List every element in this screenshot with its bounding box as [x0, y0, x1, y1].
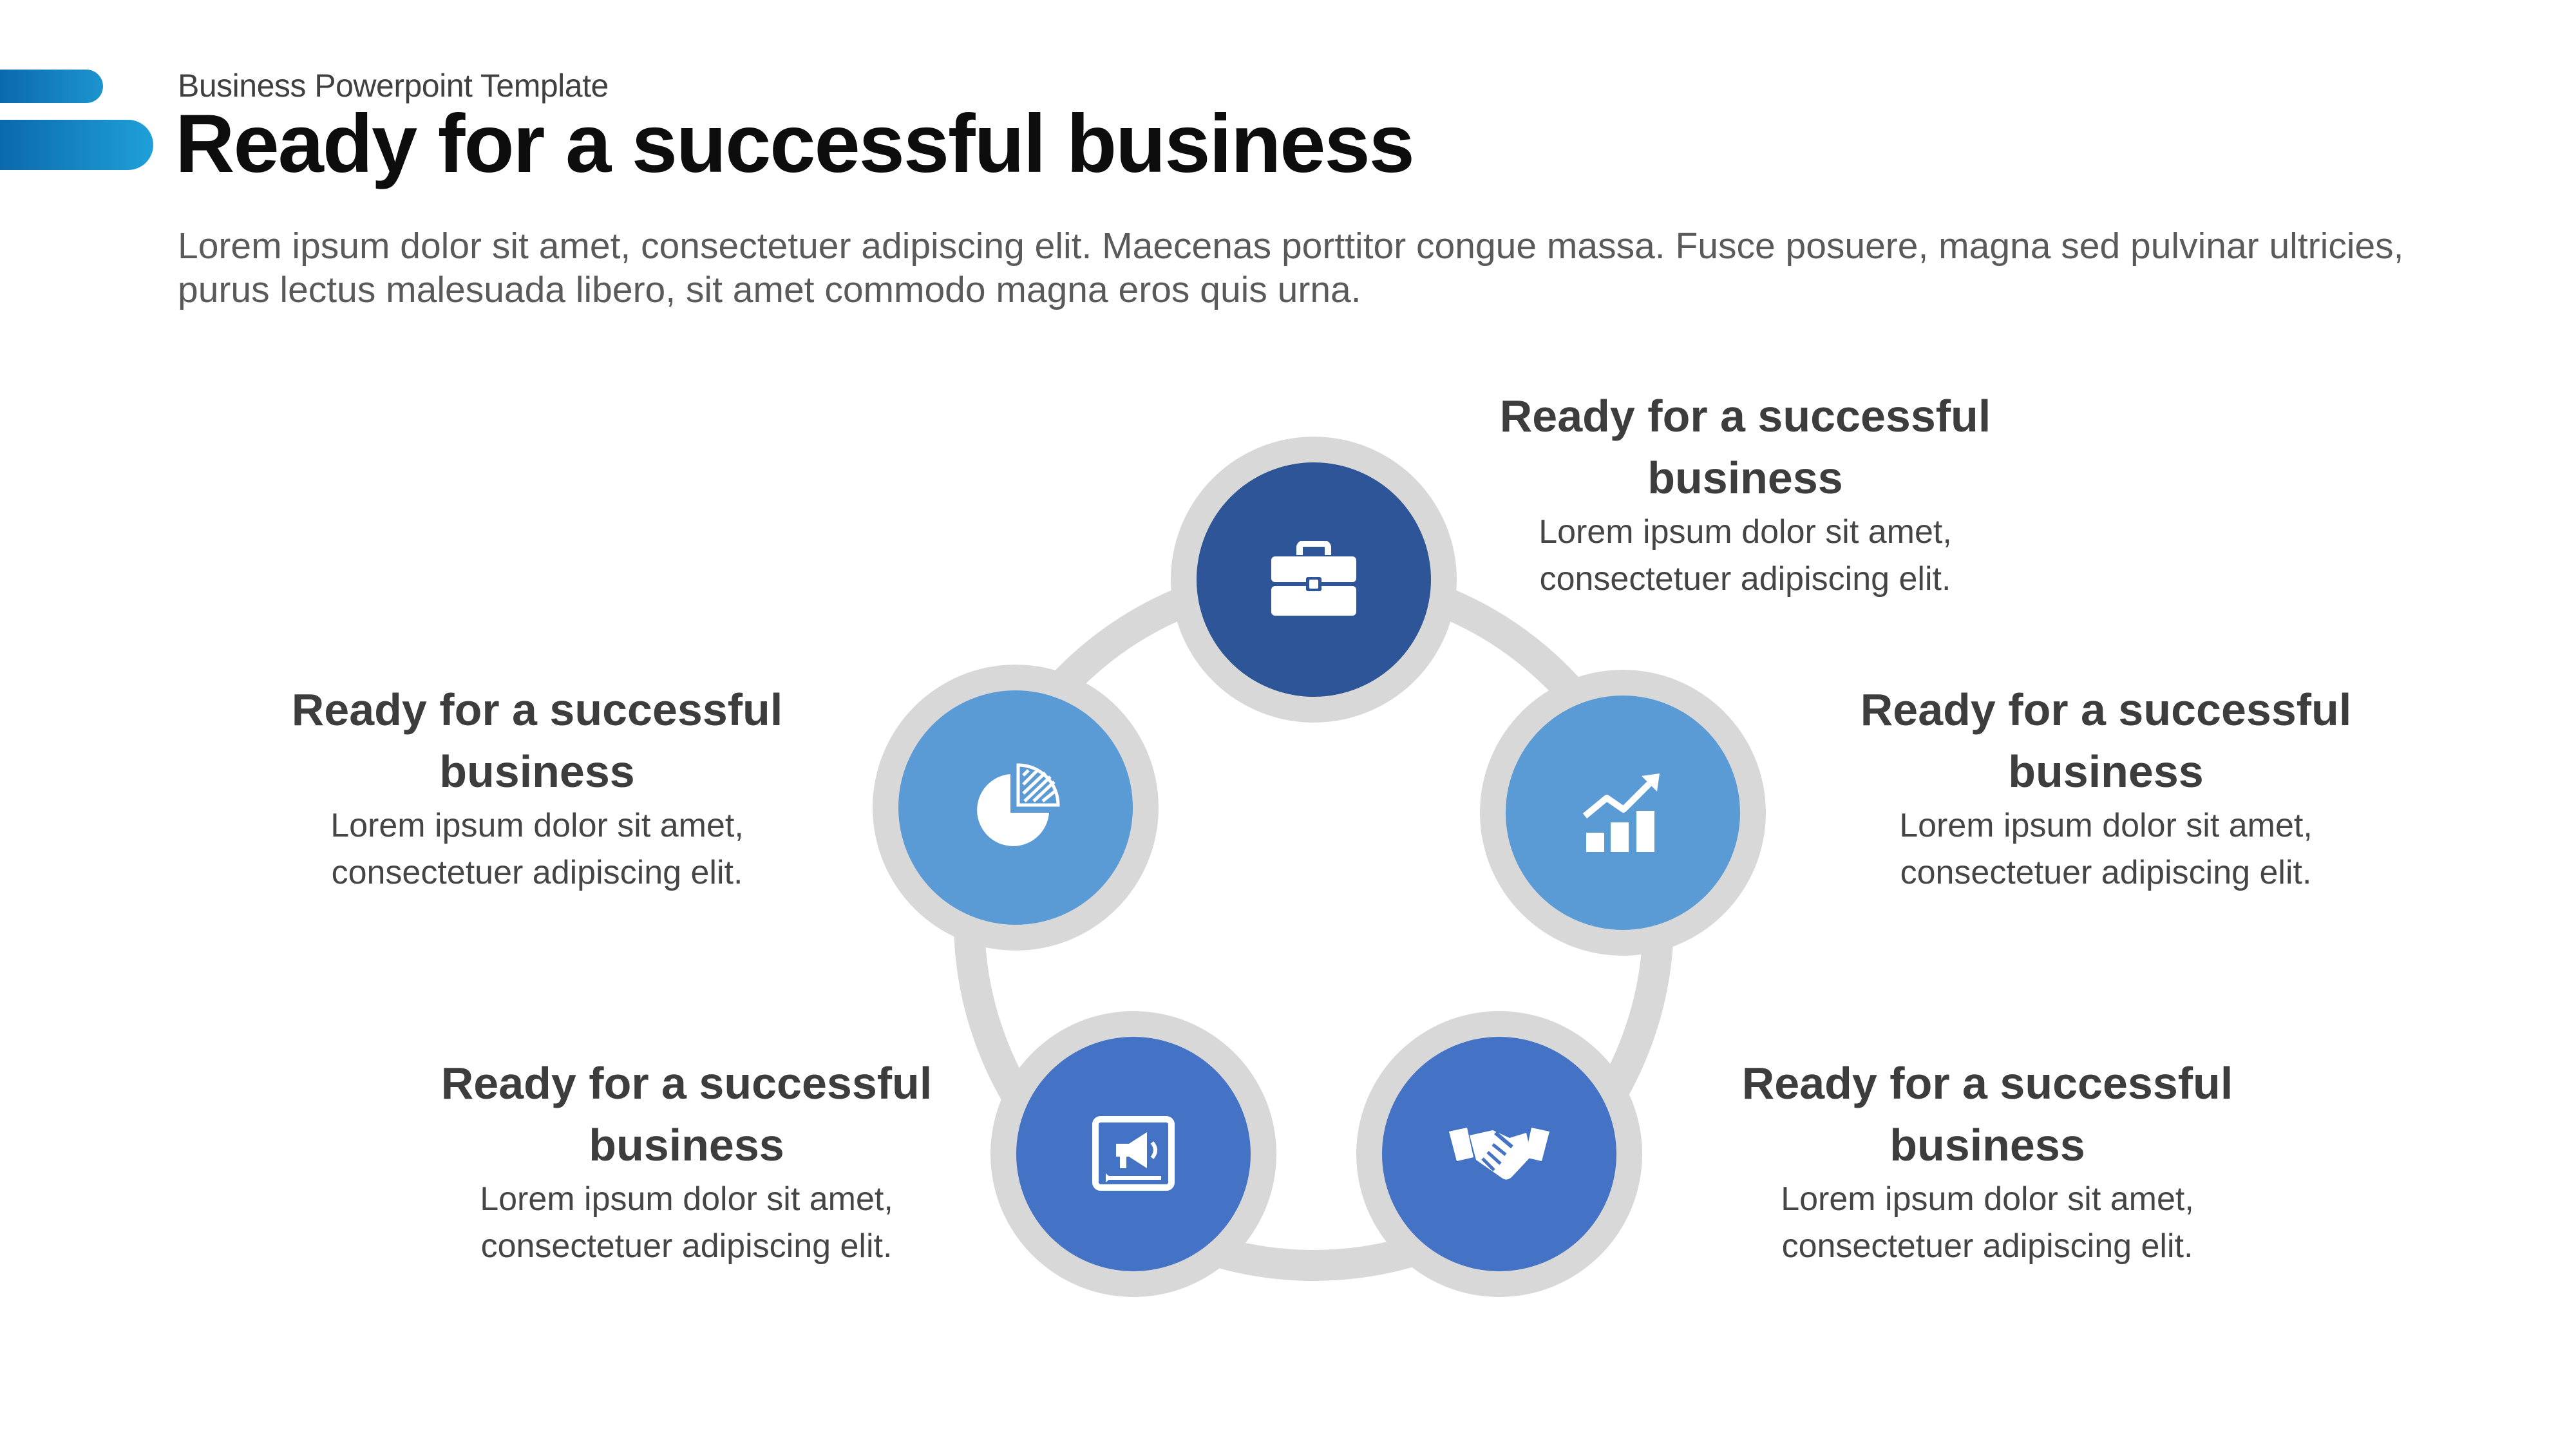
node-description-line: Lorem ipsum dolor sit amet,: [480, 1180, 893, 1218]
node-ring-briefcase: [1171, 437, 1457, 723]
node-ring-pie-chart: [873, 665, 1159, 951]
node-description: Lorem ipsum dolor sit amet, consectetuer…: [260, 802, 814, 896]
node-heading-line: business: [439, 746, 635, 797]
node-label-bottom-left: Ready for a successful business Lorem ip…: [410, 1052, 963, 1270]
node-heading-line: business: [2008, 746, 2204, 797]
header-accent-bar-bottom: [0, 120, 153, 170]
node-circle-briefcase: [1197, 462, 1431, 697]
node-description: Lorem ipsum dolor sit amet, consectetuer…: [1829, 802, 2383, 896]
node-heading-line: Ready for a successful: [1499, 391, 1991, 441]
node-heading: Ready for a successful business: [1468, 385, 2022, 509]
node-ring-handshake: [1356, 1011, 1642, 1297]
page-title: Ready for a successful business: [175, 98, 1415, 190]
header-accent-bar-top: [0, 70, 103, 103]
video-presentation-icon: [1092, 1116, 1175, 1191]
node-description-line: consectetuer adipiscing elit.: [1900, 854, 2312, 891]
node-description-line: Lorem ipsum dolor sit amet,: [1899, 807, 2313, 844]
pie-chart-icon: [977, 763, 1060, 846]
node-description-line: consectetuer adipiscing elit.: [1781, 1227, 2193, 1265]
node-description-line: consectetuer adipiscing elit.: [331, 854, 743, 891]
intro-paragraph: Lorem ipsum dolor sit amet, consectetuer…: [178, 225, 2404, 310]
node-heading: Ready for a successful business: [410, 1052, 963, 1176]
node-heading-line: business: [1647, 453, 1843, 503]
node-description-line: consectetuer adipiscing elit.: [1539, 560, 1951, 598]
node-heading-line: Ready for a successful: [1741, 1058, 2233, 1108]
node-heading: Ready for a successful business: [260, 679, 814, 802]
node-description: Lorem ipsum dolor sit amet, consectetuer…: [1710, 1176, 2264, 1270]
node-ring-growth-chart: [1480, 670, 1766, 956]
node-circle-video: [1016, 1037, 1251, 1271]
node-heading-line: business: [1889, 1120, 2085, 1170]
node-heading-line: Ready for a successful: [440, 1058, 933, 1108]
briefcase-icon: [1271, 541, 1356, 616]
handshake-icon: [1449, 1128, 1549, 1180]
node-description: Lorem ipsum dolor sit amet, consectetuer…: [1468, 509, 2022, 603]
node-label-right: Ready for a successful business Lorem ip…: [1829, 679, 2383, 896]
node-description-line: Lorem ipsum dolor sit amet,: [330, 807, 744, 844]
node-description-line: Lorem ipsum dolor sit amet,: [1539, 513, 1952, 551]
node-heading-line: Ready for a successful: [1860, 685, 2352, 735]
node-circle-pie-chart: [898, 690, 1133, 925]
node-heading-line: business: [589, 1120, 784, 1170]
node-description-line: consectetuer adipiscing elit.: [480, 1227, 893, 1265]
node-description-line: Lorem ipsum dolor sit amet,: [1781, 1180, 2194, 1218]
node-label-top: Ready for a successful business Lorem ip…: [1468, 385, 2022, 603]
node-ring-video: [990, 1011, 1276, 1297]
node-description: Lorem ipsum dolor sit amet, consectetuer…: [410, 1176, 963, 1270]
template-subtitle: Business Powerpoint Template: [178, 68, 609, 104]
node-label-bottom-right: Ready for a successful business Lorem ip…: [1710, 1052, 2264, 1270]
growth-chart-icon: [1582, 773, 1660, 852]
node-circle-handshake: [1382, 1037, 1616, 1271]
node-heading: Ready for a successful business: [1829, 679, 2383, 802]
node-heading-line: Ready for a successful: [291, 685, 783, 735]
node-circle-growth-chart: [1506, 696, 1740, 930]
node-label-left: Ready for a successful business Lorem ip…: [260, 679, 814, 896]
node-heading: Ready for a successful business: [1710, 1052, 2264, 1176]
